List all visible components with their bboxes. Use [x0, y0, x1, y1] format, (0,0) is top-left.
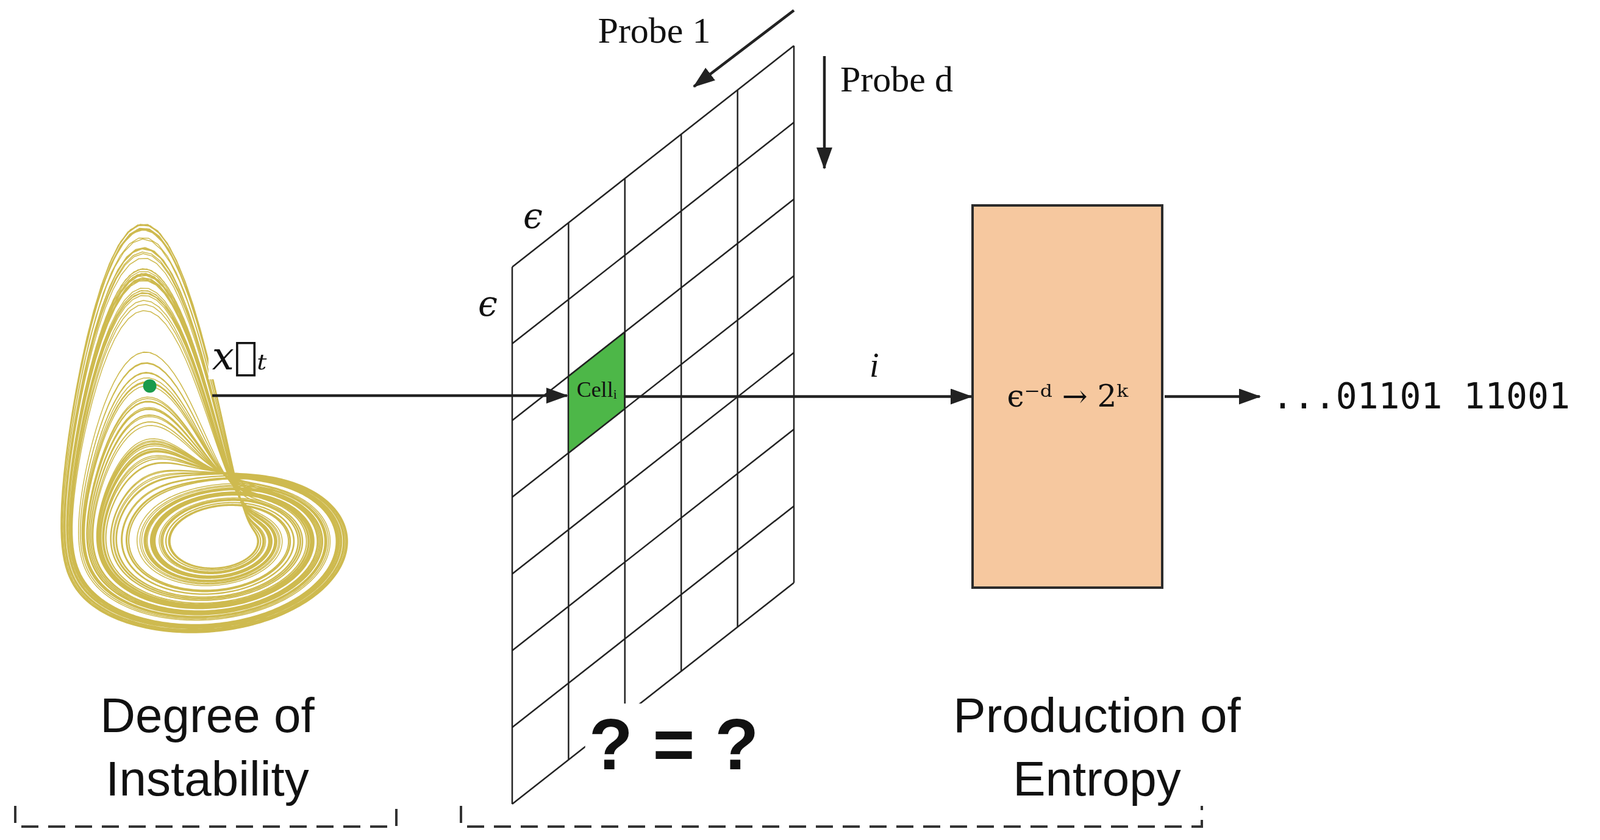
section-caption: Production of Entropy	[928, 684, 1266, 811]
dashed-bracket	[460, 806, 1202, 827]
dashed-bracket	[15, 806, 397, 827]
grid-line	[793, 45, 796, 583]
section-caption: Degree of Instability	[72, 684, 343, 811]
output-layer	[1164, 396, 1260, 397]
grid-cell: Cellᵢ	[568, 332, 625, 454]
edge-label: i	[865, 345, 883, 385]
grid-line	[512, 582, 794, 805]
grid-line	[624, 178, 627, 716]
cell-fill	[568, 332, 625, 454]
encoder-box: ϵ⁻ᵈ → 2ᵏ	[971, 204, 1164, 590]
state-arrow	[212, 394, 568, 398]
box-formula: ϵ⁻ᵈ → 2ᵏ	[1006, 376, 1128, 417]
grid-line	[567, 222, 570, 760]
strange-attractor	[60, 224, 348, 633]
state-vector-label: x⃗ₜ	[208, 334, 271, 380]
grid-line	[680, 134, 683, 672]
cell-size-label: ϵ	[474, 284, 502, 325]
question-label: ? = ?	[585, 703, 763, 787]
output-arrow	[1164, 395, 1260, 399]
grid-line	[511, 267, 514, 805]
state-point	[143, 379, 157, 393]
grid-line	[736, 90, 739, 628]
measurement-grid	[512, 45, 794, 805]
probe-label: Probe 1	[594, 9, 715, 52]
probe-arrow	[823, 56, 827, 169]
flow-arrow	[625, 395, 972, 399]
probe-label: Probe d	[836, 58, 957, 101]
bit-stream: ...01101 11001	[1268, 376, 1574, 418]
attractor-trajectory	[60, 224, 348, 633]
cell-size-label: ϵ	[519, 196, 547, 237]
cell-label: Cellᵢ	[576, 378, 618, 403]
